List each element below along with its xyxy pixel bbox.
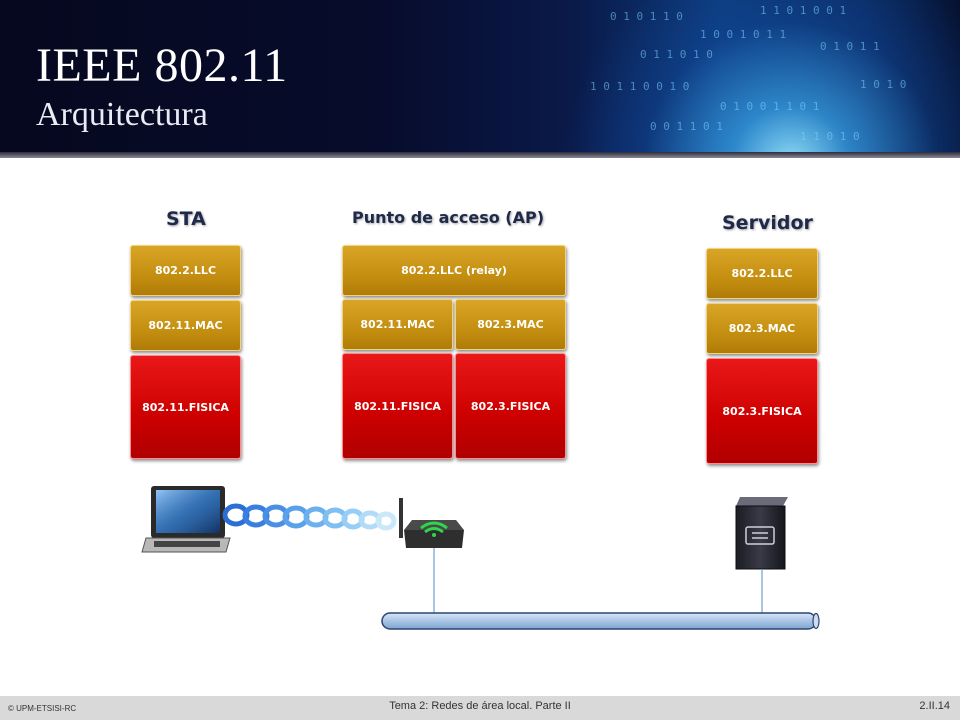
ap-llc-relay-layer: 802.2.LLC (relay) [342, 245, 566, 296]
sta-title: STA [166, 208, 206, 230]
server-mac-layer: 802.3.MAC [706, 303, 818, 354]
ap-wired-mac-layer: 802.3.MAC [455, 299, 566, 350]
svg-text:0 1 0 1 1: 0 1 0 1 1 [820, 40, 880, 53]
ap-wired-physical-layer: 802.3.FISICA [455, 353, 566, 459]
server-llc-layer: 802.2.LLC [706, 248, 818, 299]
svg-text:0 0 1 1 0 1: 0 0 1 1 0 1 [650, 120, 723, 133]
sta-mac-layer: 802.11.MAC [130, 300, 241, 351]
svg-text:0 1 0 1 1 0: 0 1 0 1 1 0 [610, 10, 683, 23]
svg-text:1 0 1 0: 1 0 1 0 [860, 78, 906, 91]
svg-text:1 0 1 1 0 0 1 0: 1 0 1 1 0 0 1 0 [590, 80, 689, 93]
copyright-text: © UPM-ETSISI-RC [8, 704, 77, 713]
svg-text:1 0 0 1 0 1 1: 1 0 0 1 0 1 1 [700, 28, 786, 41]
ap-wireless-physical-layer: 802.11.FISICA [342, 353, 453, 459]
binary-streams-decoration: 0 1 0 1 1 0 1 0 0 1 0 1 1 0 1 1 0 1 0 1 … [590, 4, 906, 143]
footer-topic: Tema 2: Redes de área local. Parte II [389, 700, 571, 712]
slide-subtitle: Arquitectura [36, 96, 208, 133]
header-underline [0, 152, 960, 158]
ap-wireless-mac-layer: 802.11.MAC [342, 299, 453, 350]
server-physical-layer: 802.3.FISICA [706, 358, 818, 464]
server-icon [735, 497, 788, 570]
slide-footer [0, 696, 960, 720]
ap-title: Punto de acceso (AP) [352, 208, 545, 227]
laptop-icon [141, 486, 231, 553]
svg-text:1 1 0 1 0: 1 1 0 1 0 [800, 130, 860, 143]
sta-physical-layer: 802.11.FISICA [130, 355, 241, 459]
wireless-signal-icon [222, 503, 397, 531]
sta-llc-layer: 802.2.LLC [130, 245, 241, 296]
svg-text:0 1 1 0 1 0: 0 1 1 0 1 0 [640, 48, 713, 61]
page-number: 2.II.14 [919, 700, 950, 712]
svg-text:1 1 0 1 0 0 1: 1 1 0 1 0 0 1 [760, 4, 846, 17]
slide-header: 0 1 0 1 1 0 1 0 0 1 0 1 1 0 1 1 0 1 0 1 … [0, 0, 960, 158]
svg-text:0 1 0 0 1 1 0 1: 0 1 0 0 1 1 0 1 [720, 100, 819, 113]
header-glow [560, 0, 960, 158]
server-title: Servidor [722, 212, 813, 234]
lan-bus-icon [381, 612, 820, 630]
slide-title: IEEE 802.11 [36, 39, 288, 92]
access-point-icon [399, 498, 464, 548]
